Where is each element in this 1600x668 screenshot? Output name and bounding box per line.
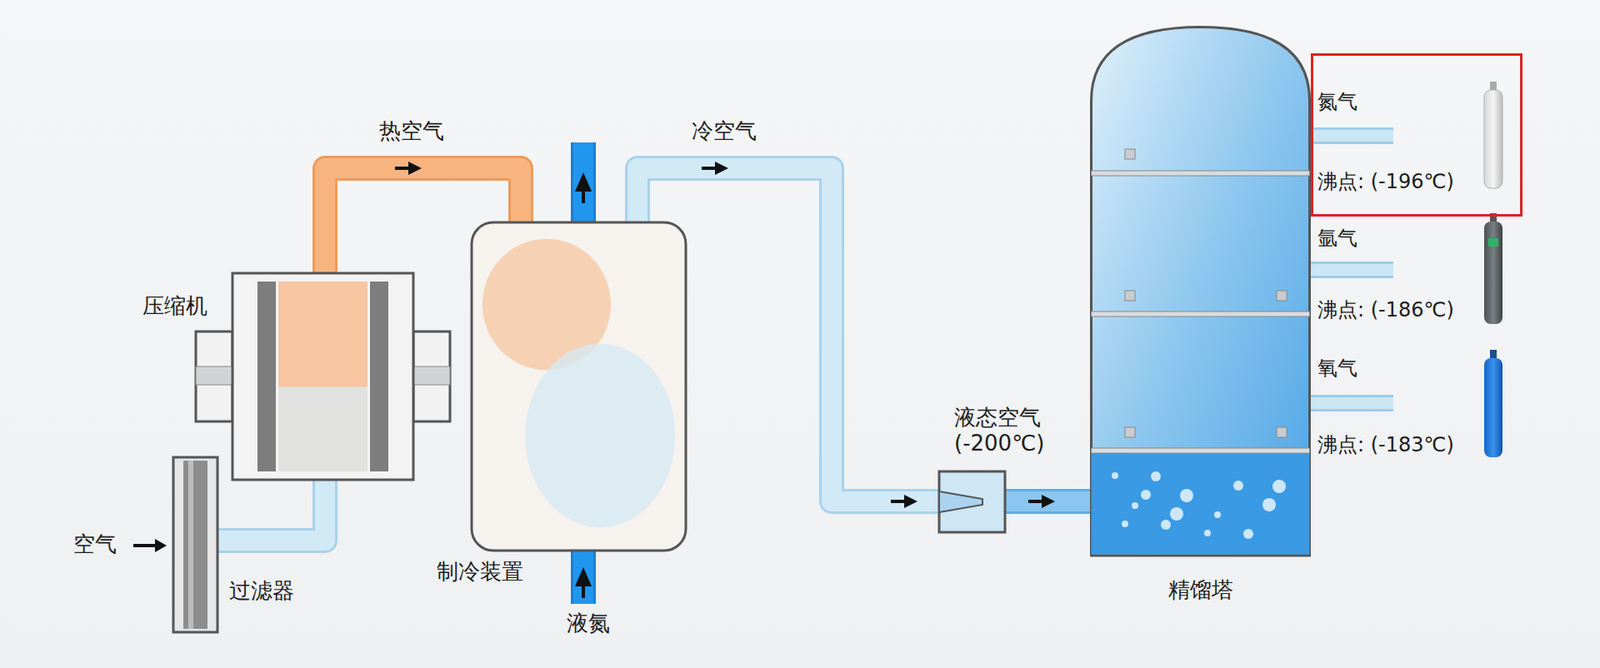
node-label: 压缩机 xyxy=(142,293,208,320)
valve-node: 液态空气 (-200℃) xyxy=(939,471,1005,533)
pipe-connector xyxy=(217,480,325,541)
air-arrow xyxy=(133,539,167,553)
gas-cylinders xyxy=(1484,81,1503,458)
redbox-node: 氮气沸点: (-196℃) xyxy=(1310,53,1523,217)
pipe-label: 冷空气 xyxy=(691,118,757,145)
gas-name: 氩气 xyxy=(1317,226,1358,251)
inlet-label: 空气 xyxy=(73,531,117,558)
fridge-shape xyxy=(471,222,686,551)
node-label: 过滤器 xyxy=(229,578,295,605)
compressor-node: 压缩机 xyxy=(232,273,414,480)
fridge-node: 制冷装置 xyxy=(471,222,686,551)
node-label: 液态空气 (-200℃) xyxy=(954,405,1041,457)
filter-node: 过滤器 xyxy=(173,457,218,633)
tower-shape xyxy=(1090,25,1311,556)
node-label: 沸点: (-196℃) xyxy=(1317,170,1455,195)
boiling-point: 沸点: (-183℃) xyxy=(1317,433,1455,458)
node-label: 精馏塔 xyxy=(1090,577,1311,604)
compressor-shape xyxy=(232,273,414,480)
valve-shape xyxy=(939,471,1005,533)
tower-node: 精馏塔 xyxy=(1090,25,1311,556)
pipe-connector xyxy=(1005,495,1090,509)
node-label: 氮气 xyxy=(1317,90,1358,115)
filter-shape xyxy=(173,457,218,633)
pipe-label: 热空气 xyxy=(379,118,445,145)
gas-name: 氧气 xyxy=(1317,356,1358,381)
node-label: 制冷装置 xyxy=(436,559,524,585)
inlet-label: 液氮 xyxy=(566,610,610,637)
boiling-point: 沸点: (-186℃) xyxy=(1317,298,1455,323)
